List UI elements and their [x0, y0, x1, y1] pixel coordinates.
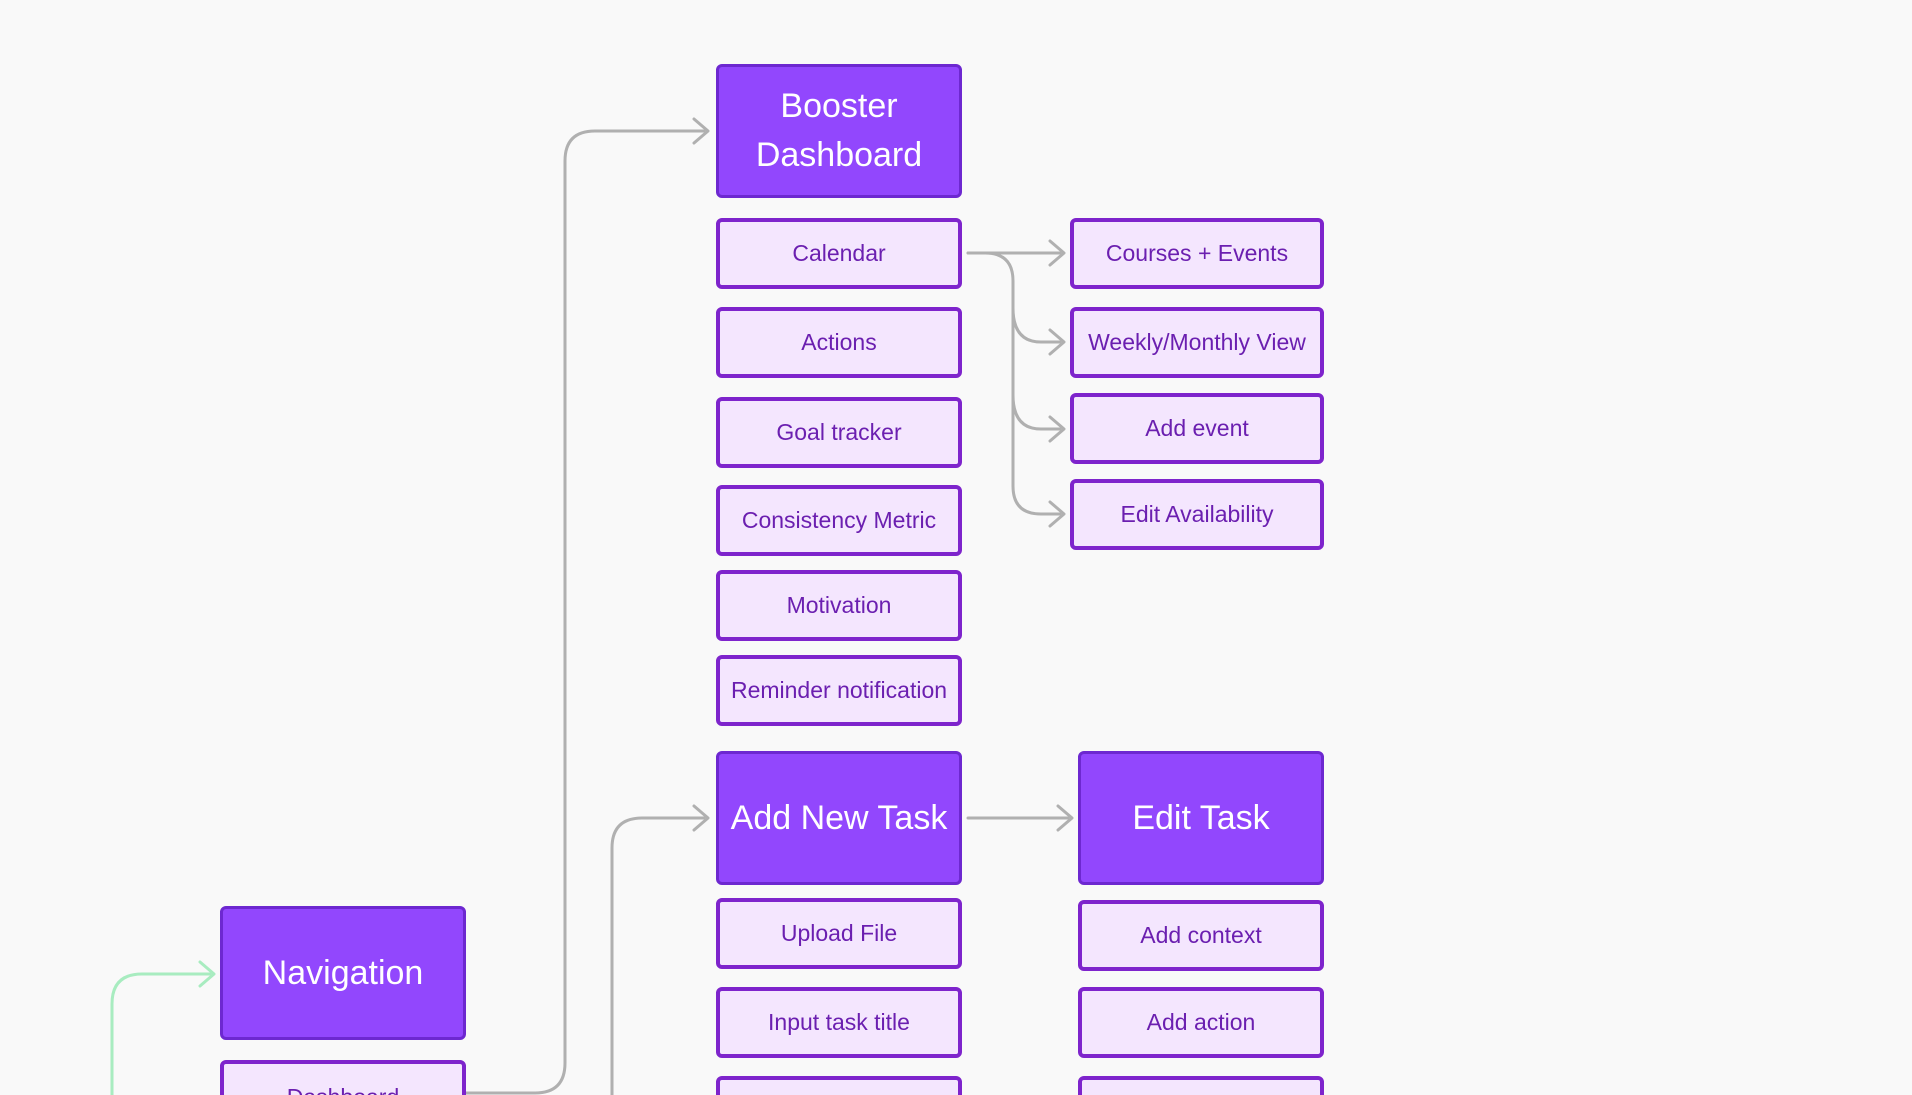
arrowhead-booster — [692, 117, 710, 145]
add-context-node[interactable]: Add context — [1078, 900, 1324, 971]
reminder-notification-label: Reminder notification — [730, 677, 948, 703]
calendar-node[interactable]: Calendar — [716, 218, 962, 289]
upload-file-node[interactable]: Upload File — [716, 898, 962, 969]
upload-file-label: Upload File — [780, 920, 898, 946]
edit-availability-node[interactable]: Edit Availability — [1070, 479, 1324, 550]
arrowhead-add-event — [1048, 415, 1066, 443]
consistency-metric-node[interactable]: Consistency Metric — [716, 485, 962, 556]
add-new-task-title: Add New Task — [730, 798, 948, 837]
connector-branch-add-event — [1011, 393, 1062, 431]
weekly-monthly-view-node[interactable]: Weekly/Monthly View — [1070, 307, 1324, 378]
motivation-label: Motivation — [786, 592, 892, 618]
add-action-node[interactable]: Add action — [1078, 987, 1324, 1058]
weekly-monthly-view-label: Weekly/Monthly View — [1088, 329, 1306, 355]
reminder-notification-node[interactable]: Reminder notification — [716, 655, 962, 726]
dashboard-node[interactable]: Dashboard — [220, 1060, 466, 1095]
motivation-node[interactable]: Motivation — [716, 570, 962, 641]
actions-node[interactable]: Actions — [716, 307, 962, 378]
arrowhead-edit-task — [1056, 804, 1074, 832]
navigation-title: Navigation — [262, 953, 424, 992]
arrowhead-navigation — [198, 960, 216, 988]
edit-task-node[interactable]: Edit Task — [1078, 751, 1324, 885]
arrowhead-edit-availability — [1048, 500, 1066, 528]
add-context-label: Add context — [1140, 922, 1262, 948]
add-action-label: Add action — [1146, 1009, 1256, 1035]
actions-label: Actions — [801, 329, 877, 355]
goal-tracker-label: Goal tracker — [776, 419, 902, 445]
consistency-metric-label: Consistency Metric — [741, 507, 937, 533]
navigation-node[interactable]: Navigation — [220, 906, 466, 1040]
input-task-title-label: Input task title — [768, 1009, 910, 1035]
arrowhead-add-new-task — [692, 804, 710, 832]
connector-to-add-new-task — [610, 816, 706, 1095]
connector-branch-weekly — [1011, 306, 1062, 344]
calendar-label: Calendar — [792, 240, 886, 266]
edit-task-title: Edit Task — [1132, 798, 1270, 837]
goal-tracker-node[interactable]: Goal tracker — [716, 397, 962, 468]
add-new-task-node[interactable]: Add New Task — [716, 751, 962, 885]
connector-calendar-trunk — [966, 251, 1062, 516]
connector-to-navigation — [110, 972, 212, 1095]
booster-dashboard-title: Booster Dashboard — [755, 87, 923, 174]
dashboard-label: Dashboard — [287, 1084, 400, 1095]
add-event-node[interactable]: Add event — [1070, 393, 1324, 464]
add-event-label: Add event — [1145, 415, 1249, 441]
courses-events-node[interactable]: Courses + Events — [1070, 218, 1324, 289]
booster-dashboard-node[interactable]: Booster Dashboard — [716, 64, 962, 198]
arrowhead-weekly — [1048, 328, 1066, 356]
add-new-task-next-item-node[interactable] — [716, 1076, 962, 1095]
arrowhead-courses — [1048, 239, 1066, 267]
input-task-title-node[interactable]: Input task title — [716, 987, 962, 1058]
courses-events-label: Courses + Events — [1105, 240, 1289, 266]
edit-task-next-item-node[interactable] — [1078, 1076, 1324, 1095]
edit-availability-label: Edit Availability — [1120, 501, 1274, 527]
connector-dashboard-to-booster — [463, 129, 706, 1095]
